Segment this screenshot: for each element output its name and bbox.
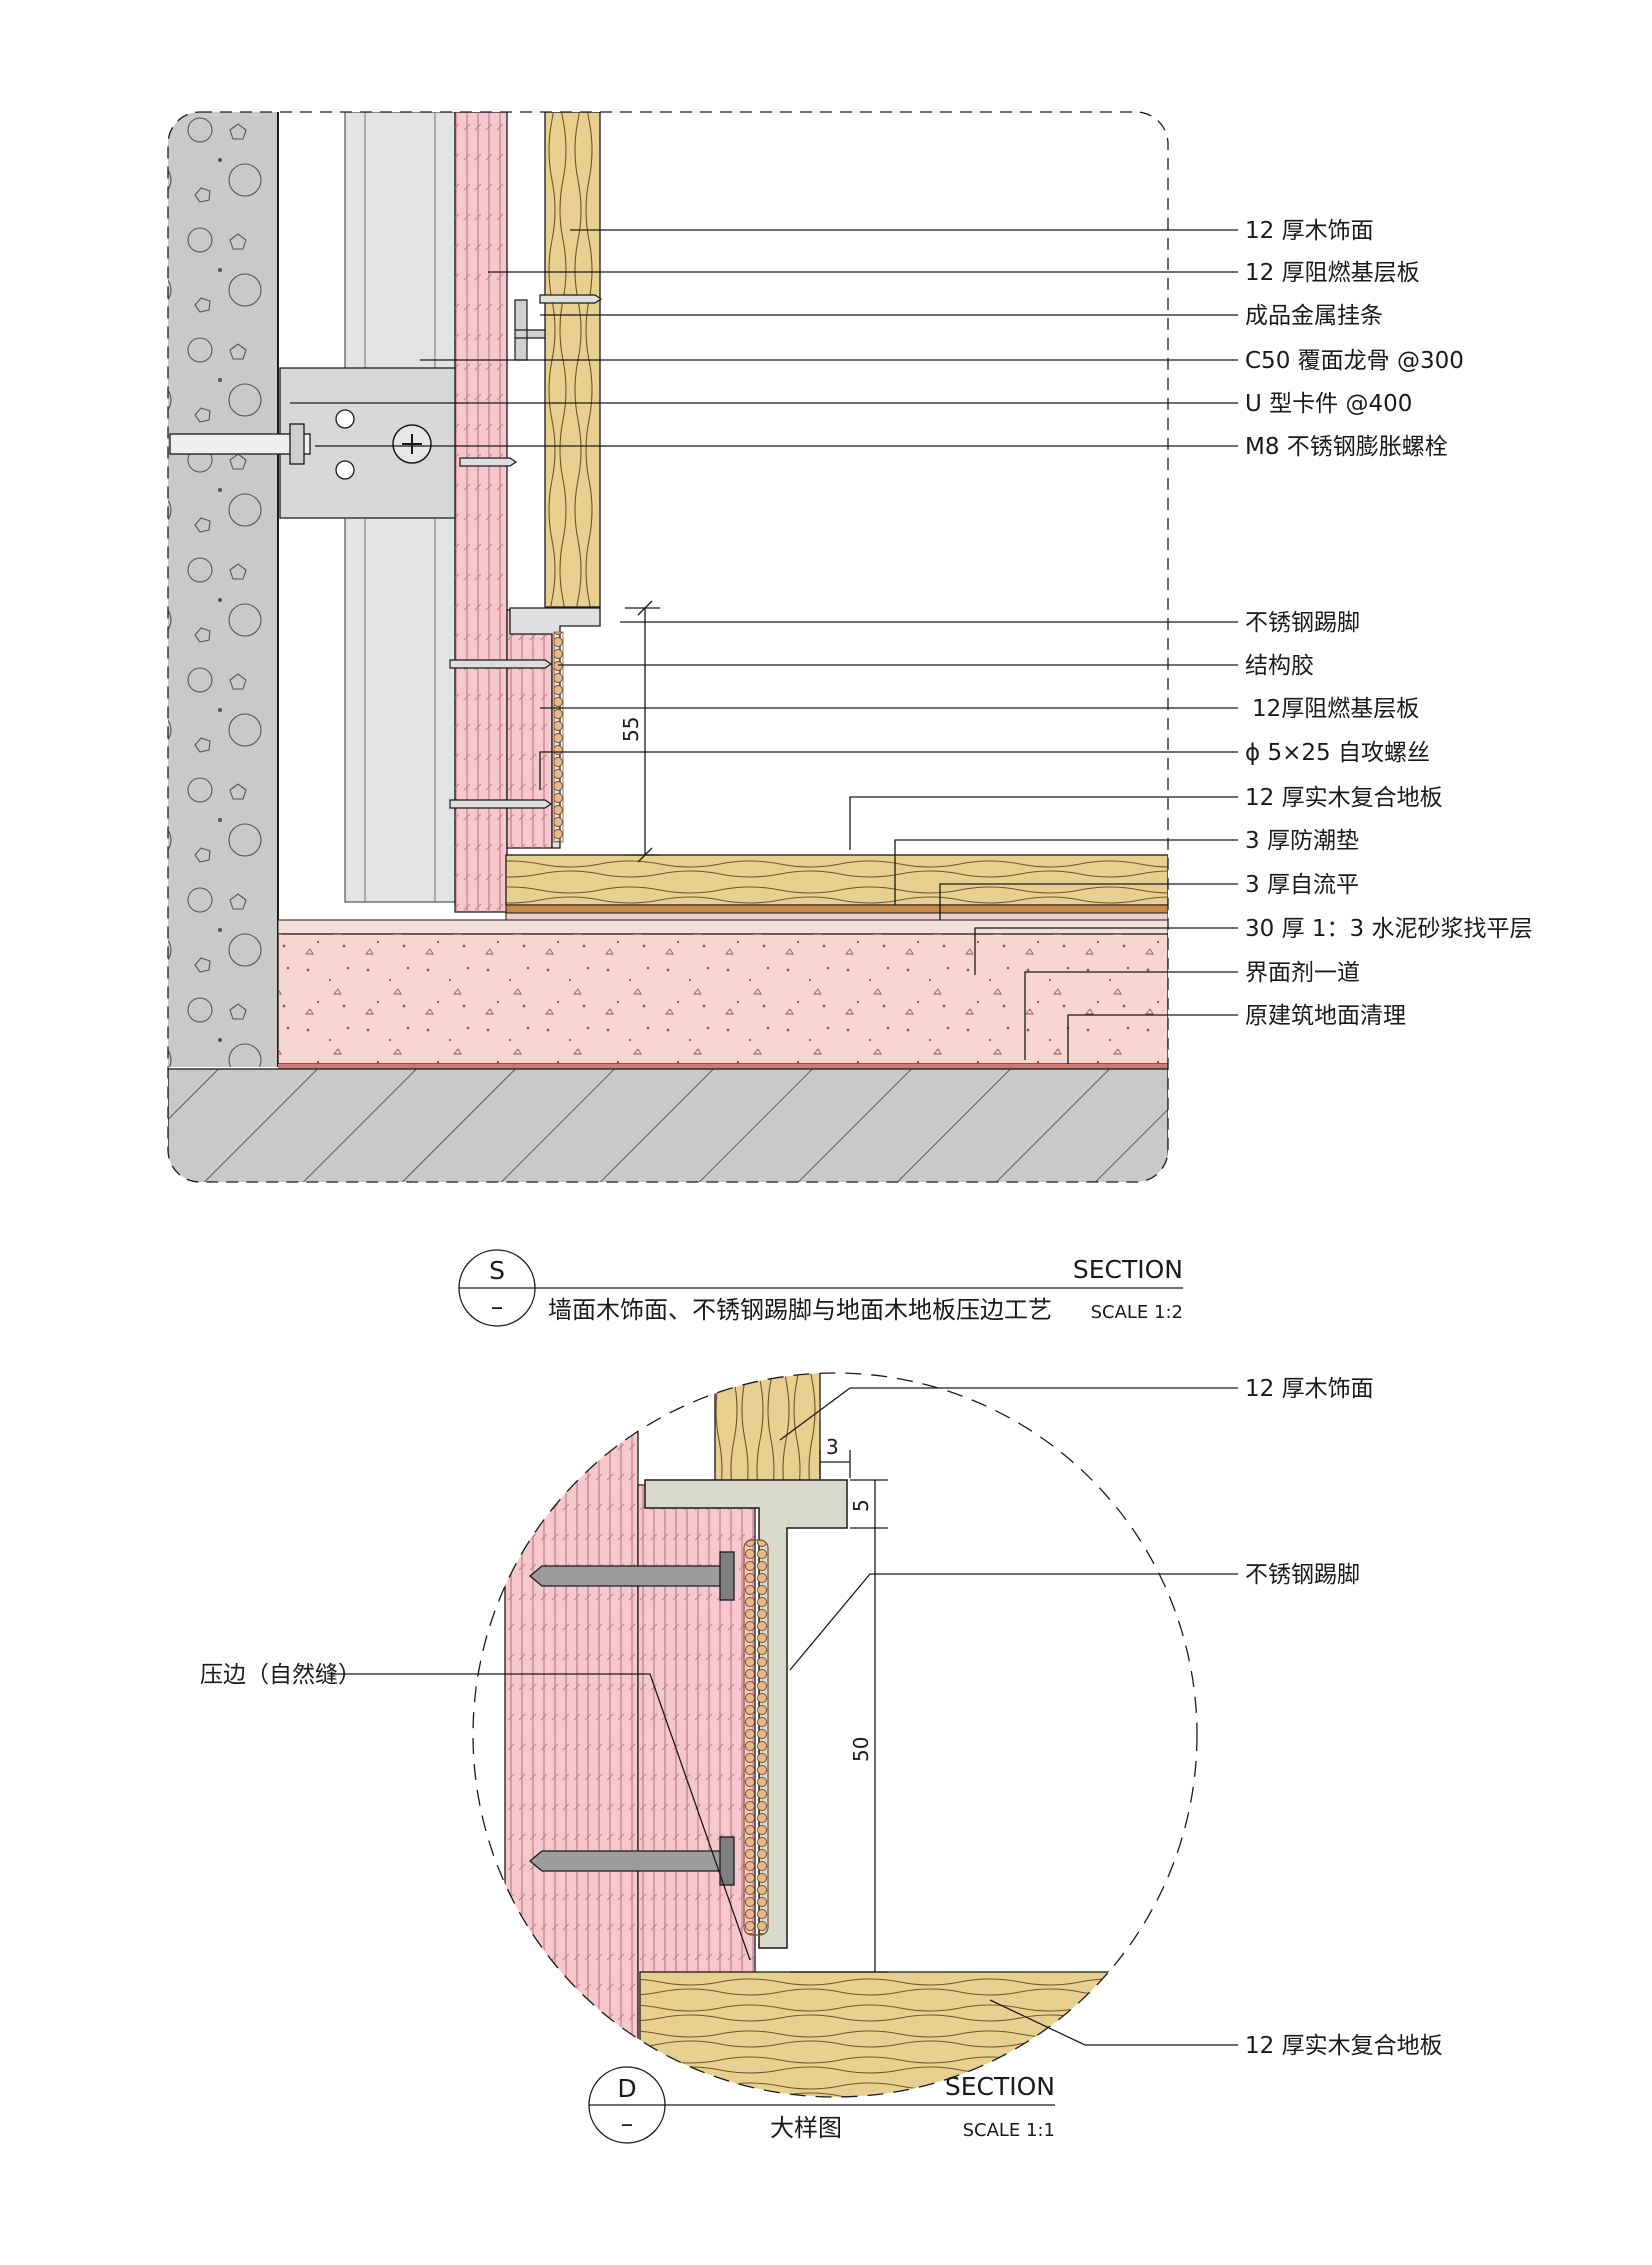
- section-d-title: 大样图: [770, 2114, 842, 2142]
- dimension-55: [625, 600, 660, 863]
- label-s-13: 3 厚自流平: [1245, 872, 1359, 898]
- section-s-title: 墙面木饰面、不锈钢踢脚与地面木地板压边工艺: [548, 1296, 1052, 1324]
- u-bracket: [279, 367, 456, 519]
- label-d-edge-gap: 压边（自然缝）: [200, 1662, 361, 1688]
- label-s-14: 30 厚 1：3 水泥砂浆找平层: [1245, 916, 1532, 942]
- section-s-scale: SCALE 1:2: [1091, 1302, 1183, 1323]
- section-d-title-block: D – SECTION 大样图 SCALE 1:1: [588, 2066, 1055, 2144]
- section-s-title-block: S – SECTION 墙面木饰面、不锈钢踢脚与地面木地板压边工艺 SCALE …: [458, 1249, 1183, 1327]
- detail-screws: [528, 1551, 735, 1886]
- metal-hanging-strip: [514, 299, 546, 361]
- section-d-scale: SCALE 1:1: [963, 2120, 1055, 2141]
- section-s-labels: 12 厚木饰面 12 厚阻燃基层板 成品金属挂条 C50 覆面龙骨 @300 U…: [619, 218, 1532, 1029]
- dimension-label-50: 50: [849, 1737, 873, 1762]
- section-d-leaders: [330, 1387, 1238, 2046]
- label-s-6: M8 不锈钢膨胀螺栓: [1245, 434, 1448, 460]
- detail-steel-skirting: [644, 1479, 848, 1949]
- self-leveling-layer: [505, 912, 1168, 921]
- label-d-steel-skirting: 不锈钢踢脚: [1245, 1562, 1360, 1588]
- label-s-2: 12 厚阻燃基层板: [1245, 260, 1420, 286]
- dimension-label-5: 5: [849, 1499, 873, 1512]
- section-d-marker: D: [617, 2074, 636, 2103]
- section-d-marker-sub: –: [621, 2109, 634, 2138]
- label-s-9: 12厚阻燃基层板: [1252, 696, 1419, 722]
- label-d-floor: 12 厚实木复合地板: [1245, 2033, 1443, 2059]
- section-s-marker: S: [489, 1256, 505, 1285]
- label-s-16: 原建筑地面清理: [1245, 1003, 1406, 1029]
- label-s-5: U 型卡件 @400: [1245, 391, 1412, 417]
- label-s-12: 3 厚防潮垫: [1245, 828, 1359, 854]
- section-d-dimension-labels: 3 5 50: [826, 1435, 873, 1762]
- label-s-7: 不锈钢踢脚: [1245, 610, 1360, 636]
- dimension-label-3: 3: [826, 1435, 839, 1459]
- section-s-leaders: [290, 229, 1238, 1064]
- label-s-15: 界面剂一道: [1245, 960, 1360, 986]
- section-d-dimensions: [790, 1450, 888, 1973]
- label-s-11: 12 厚实木复合地板: [1245, 785, 1443, 811]
- moisture-pad: [505, 904, 1168, 914]
- section-s-marker-sub: –: [491, 1292, 504, 1321]
- label-s-1: 12 厚木饰面: [1245, 218, 1374, 244]
- section-d-labels: 12 厚木饰面 不锈钢踢脚 压边（自然缝） 12 厚实木复合地板: [200, 1376, 1443, 2059]
- label-s-8: 结构胶: [1245, 653, 1314, 679]
- section-d-word: SECTION: [945, 2072, 1055, 2101]
- label-s-3: 成品金属挂条: [1245, 303, 1383, 329]
- section-s-word: SECTION: [1073, 1255, 1183, 1284]
- detail-structural-glue: [743, 1539, 769, 1936]
- label-s-10: ϕ 5×25 自攻螺丝: [1245, 740, 1430, 766]
- dimension-label-55: 55: [619, 717, 643, 742]
- m8-expansion-bolt: [169, 433, 311, 455]
- label-d-wood-veneer: 12 厚木饰面: [1245, 1376, 1374, 1402]
- section-d-drawing: [473, 1373, 1197, 2097]
- section-s-drawing: [168, 112, 1168, 1182]
- label-s-4: C50 覆面龙骨 @300: [1245, 348, 1464, 374]
